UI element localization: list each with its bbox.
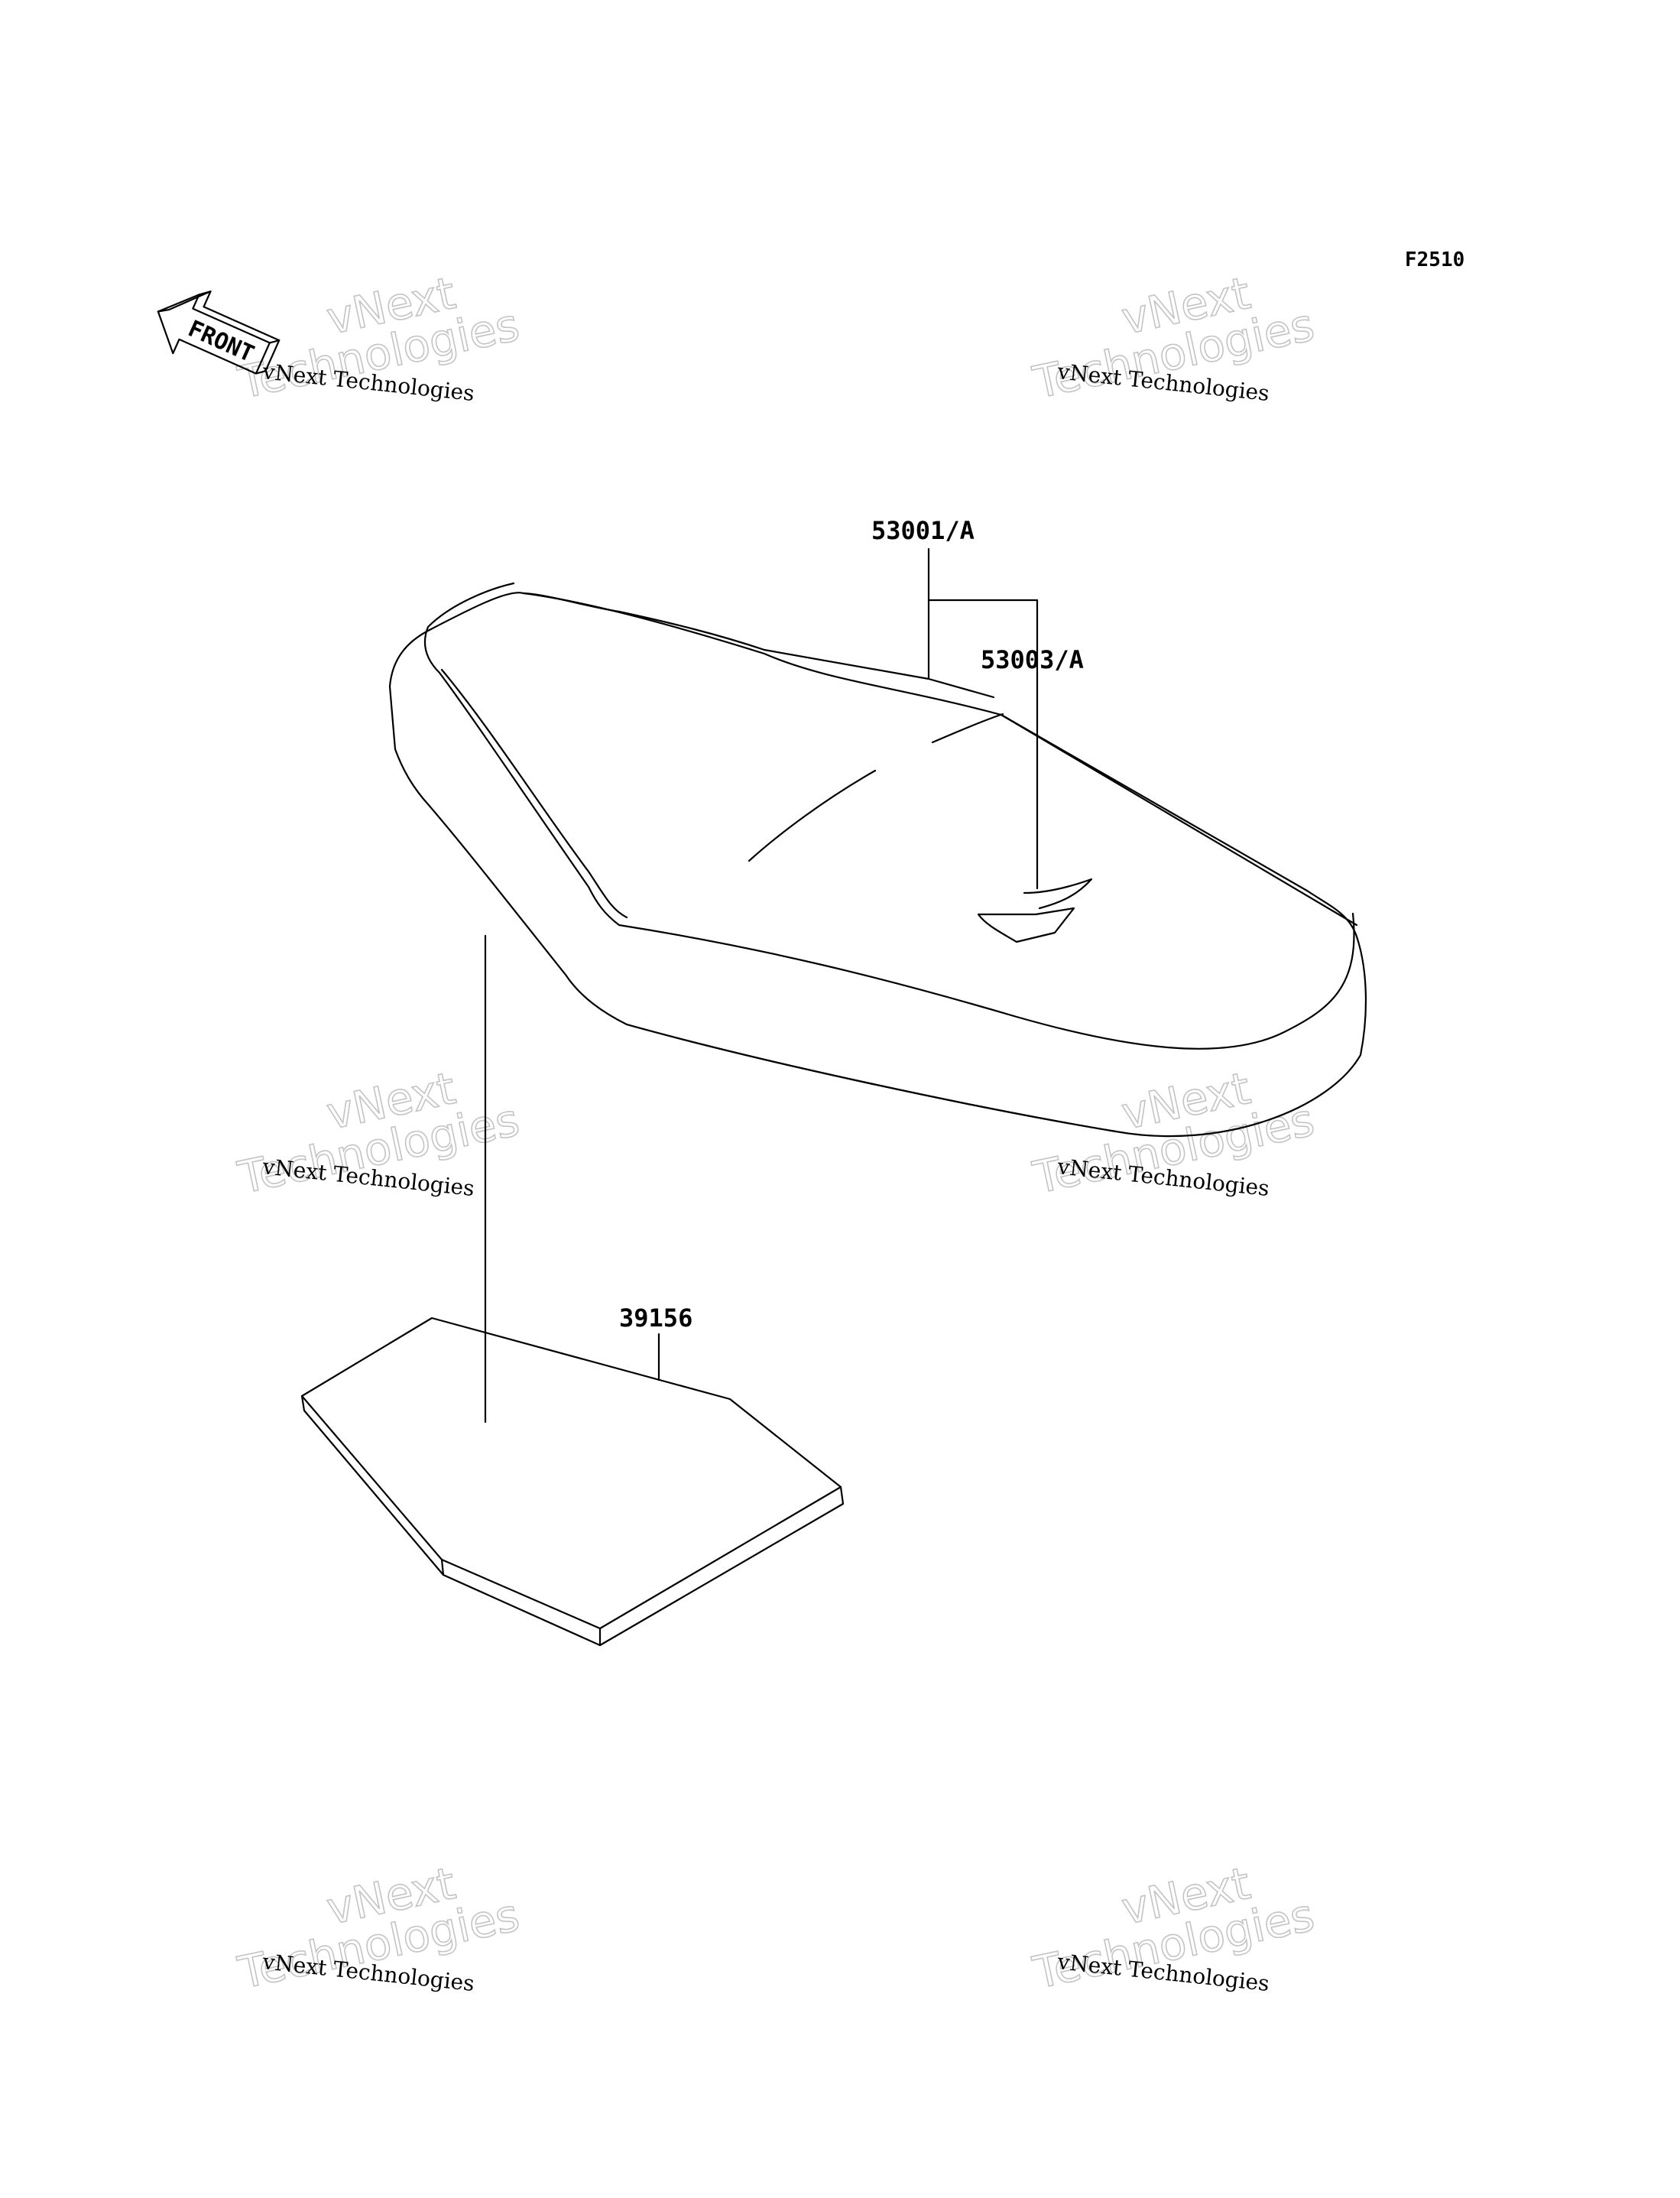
callout-part-53001-a: 53001/A <box>871 516 975 545</box>
figure-code: F2510 <box>1405 248 1464 271</box>
seat-assembly <box>388 582 1367 1138</box>
seat-pad <box>300 1317 845 1647</box>
callout-part-39156: 39156 <box>619 1304 692 1333</box>
leader-lines <box>484 547 1039 1424</box>
callout-part-53003-a: 53003/A <box>981 645 1084 674</box>
front-label: FRONT <box>184 316 258 368</box>
